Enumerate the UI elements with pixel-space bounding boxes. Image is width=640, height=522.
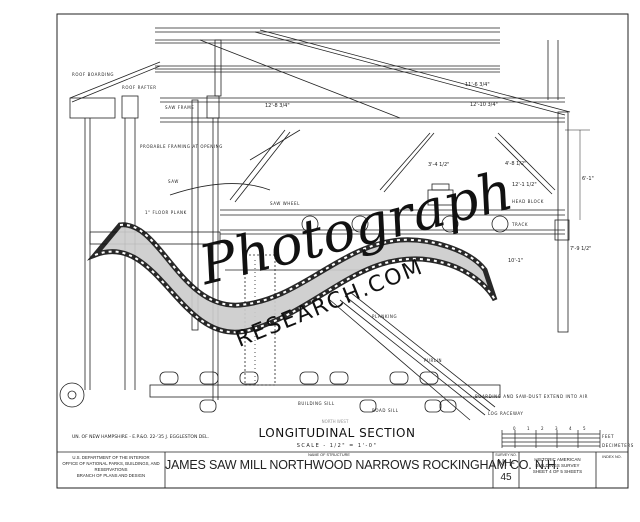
sheet-border xyxy=(56,13,629,489)
log-sleepers xyxy=(159,371,457,413)
label-saw: SAW xyxy=(168,179,179,184)
north-note: NORTH WEST xyxy=(322,419,349,424)
drawing-title: LONGITUDINAL SECTION xyxy=(259,426,416,440)
scale-units-feet: FEET xyxy=(602,434,614,439)
scale-tick-2: 2 xyxy=(541,426,544,431)
dim-5: 4'-8 1/2" xyxy=(505,161,526,167)
label-road-sill: ROAD SILL xyxy=(372,408,399,413)
agency-line1: U.S. DEPARTMENT OF THE INTERIOR xyxy=(72,455,150,460)
structure-block: NAME OF STRUCTURE JAMES SAW MILL NORTHWO… xyxy=(165,453,560,473)
label-boarding-note: BOARDING AND SAW-DUST EXTEND INTO AIR xyxy=(475,394,588,399)
label-building-sill: BUILDING SILL xyxy=(298,401,335,406)
agency-line2: OFFICE OF NATIONAL PARKS, BUILDINGS, AND… xyxy=(62,461,160,472)
scale-tick-5: 5 xyxy=(583,426,586,431)
scale-tick-3: 3 xyxy=(555,426,558,431)
label-roof-rafter: ROOF RAFTER xyxy=(122,85,157,90)
drawing-scale: SCALE - 1/2" = 1'-0" xyxy=(297,443,378,449)
label-probable-framing: PROBABLE FRAMING AT OPENING xyxy=(140,144,223,149)
dim-1: 12'-8 3/4" xyxy=(265,103,290,109)
index-block: INDEX NO. xyxy=(596,455,628,459)
dim-2: 12'-10 3/4" xyxy=(470,102,498,108)
watermark-logo: Photograph RESEARCH.COM xyxy=(86,159,519,353)
delineator-note: UN. OF NEW HAMPSHIRE - E.P.&O. 22-'35 J.… xyxy=(72,434,209,440)
label-log-raceway: LOG RACEWAY xyxy=(488,411,523,416)
sheet-info: SHEET 4 OF 5 SHEETS xyxy=(532,469,583,474)
agency-line3: BRANCH OF PLANS AND DESIGN xyxy=(76,473,146,478)
label-track: TRACK xyxy=(511,222,528,227)
scale-tick-4: 4 xyxy=(569,426,572,431)
dim-3: 11'-6 3/4" xyxy=(465,82,490,88)
habs-line1: HISTORIC AMERICAN xyxy=(534,457,581,462)
dim-4: 3'-4 1/2" xyxy=(428,162,449,168)
label-roof-boarding: ROOF BOARDING xyxy=(72,72,114,77)
habs-line2: BUILDINGS SURVEY xyxy=(535,463,580,468)
dim-9: 6'-1" xyxy=(582,176,594,182)
scale-bar xyxy=(501,430,601,448)
scale-tick-0: 0 xyxy=(513,426,516,431)
label-saw-frame: SAW FRAME xyxy=(165,105,194,110)
label-floor-plank: 1" FLOOR PLANK xyxy=(145,210,187,215)
name-caption: NAME OF STRUCTURE xyxy=(308,453,350,457)
dim-6: 12'-1 1/2" xyxy=(512,182,537,188)
dim-8: 10'-1" xyxy=(508,258,523,264)
agency-block: U.S. DEPARTMENT OF THE INTERIOR OFFICE O… xyxy=(57,455,165,479)
label-purlin: PURLIN xyxy=(424,358,442,363)
label-head-block: HEAD BLOCK xyxy=(512,199,544,204)
index-caption: INDEX NO. xyxy=(602,455,622,459)
scale-units-decimeters: DECIMETERS xyxy=(602,443,634,448)
scale-tick-1: 1 xyxy=(527,426,530,431)
survey-caption: SURVEY NO. xyxy=(495,453,517,457)
survey-block: SURVEY NO. NH-45 xyxy=(493,453,519,485)
dim-7: 7'-9 1/2" xyxy=(570,246,591,252)
survey-number: NH-45 xyxy=(497,458,515,483)
structure-name: JAMES SAW MILL NORTHWOOD NARROWS ROCKING… xyxy=(165,458,560,472)
habs-block: HISTORIC AMERICAN BUILDINGS SURVEY SHEET… xyxy=(519,457,596,475)
label-saw-wheel: SAW WHEEL xyxy=(270,201,300,206)
label-planking: PLANKING xyxy=(372,314,397,319)
